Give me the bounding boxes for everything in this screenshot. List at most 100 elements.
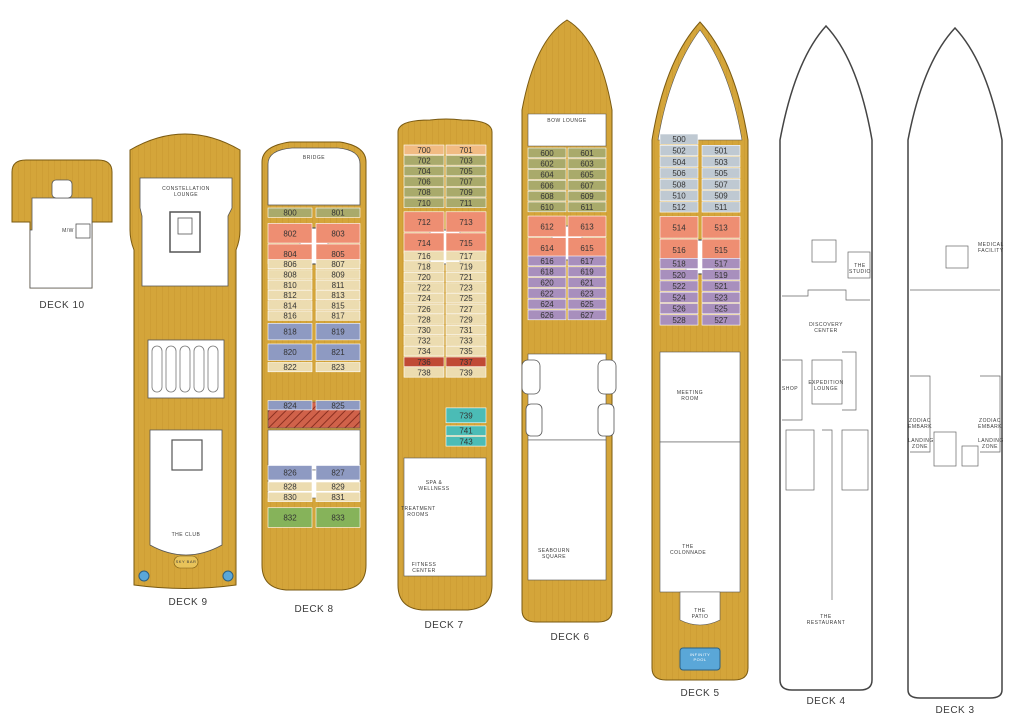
suite-613[interactable]: 613 bbox=[567, 215, 607, 237]
suite-518[interactable]: 518 bbox=[659, 257, 699, 269]
suite-743[interactable]: 743 bbox=[445, 436, 487, 447]
suite-510[interactable]: 510 bbox=[659, 190, 699, 202]
suite-725[interactable]: 725 bbox=[445, 293, 487, 304]
suite-607[interactable]: 607 bbox=[567, 180, 607, 191]
suite-523[interactable]: 523 bbox=[701, 291, 741, 303]
suite-502[interactable]: 502 bbox=[659, 145, 699, 156]
suite-626[interactable]: 626 bbox=[527, 309, 567, 321]
suite-616[interactable]: 616 bbox=[527, 255, 567, 267]
suite-516[interactable]: 516 bbox=[659, 238, 699, 261]
suite-731[interactable]: 731 bbox=[445, 324, 487, 336]
suite-622[interactable]: 622 bbox=[527, 288, 567, 299]
suite-734[interactable]: 734 bbox=[403, 346, 445, 357]
suite-525[interactable]: 525 bbox=[701, 303, 741, 315]
suite-522[interactable]: 522 bbox=[659, 280, 699, 292]
suite-521[interactable]: 521 bbox=[701, 280, 741, 292]
suite-720[interactable]: 720 bbox=[403, 271, 445, 283]
suite-615[interactable]: 615 bbox=[567, 237, 607, 259]
suite-714[interactable]: 714 bbox=[403, 232, 445, 254]
suite-713[interactable]: 713 bbox=[445, 211, 487, 233]
suite-832[interactable]: 832 bbox=[267, 507, 313, 528]
suite-827[interactable]: 827 bbox=[315, 465, 361, 481]
suite-821[interactable]: 821 bbox=[315, 343, 361, 361]
suite-811[interactable]: 811 bbox=[315, 279, 361, 290]
suite-711[interactable]: 711 bbox=[445, 197, 487, 208]
suite-719[interactable]: 719 bbox=[445, 261, 487, 272]
suite-706[interactable]: 706 bbox=[403, 176, 445, 187]
deck-4[interactable] bbox=[779, 24, 873, 691]
suite-512[interactable]: 512 bbox=[659, 201, 699, 213]
suite-717[interactable]: 717 bbox=[445, 250, 487, 261]
suite-726[interactable]: 726 bbox=[403, 303, 445, 314]
suite-606[interactable]: 606 bbox=[527, 180, 567, 191]
suite-507[interactable]: 507 bbox=[701, 178, 741, 190]
suite-619[interactable]: 619 bbox=[567, 266, 607, 277]
suite-515[interactable]: 515 bbox=[701, 238, 741, 261]
suite-709[interactable]: 709 bbox=[445, 187, 487, 198]
suite-618[interactable]: 618 bbox=[527, 266, 567, 277]
suite-722[interactable]: 722 bbox=[403, 282, 445, 293]
suite-803[interactable]: 803 bbox=[315, 223, 361, 244]
suite-735[interactable]: 735 bbox=[445, 346, 487, 357]
suite-806[interactable]: 806 bbox=[267, 259, 313, 270]
suite-818[interactable]: 818 bbox=[267, 323, 313, 341]
suite-831[interactable]: 831 bbox=[315, 491, 361, 502]
suite-519[interactable]: 519 bbox=[701, 269, 741, 281]
suite-807[interactable]: 807 bbox=[315, 259, 361, 270]
suite-724[interactable]: 724 bbox=[403, 293, 445, 304]
suite-527[interactable]: 527 bbox=[701, 314, 741, 326]
suite-825[interactable]: 825 bbox=[315, 400, 361, 411]
suite-517[interactable]: 517 bbox=[701, 257, 741, 269]
suite-820[interactable]: 820 bbox=[267, 343, 313, 361]
suite-723[interactable]: 723 bbox=[445, 282, 487, 293]
suite-707[interactable]: 707 bbox=[445, 176, 487, 187]
suite-611[interactable]: 611 bbox=[567, 201, 607, 213]
suite-501[interactable]: 501 bbox=[701, 145, 741, 156]
suite-739[interactable]: 739 bbox=[445, 407, 487, 424]
suite-721[interactable]: 721 bbox=[445, 271, 487, 283]
suite-741[interactable]: 741 bbox=[445, 425, 487, 436]
suite-504[interactable]: 504 bbox=[659, 156, 699, 168]
suite-623[interactable]: 623 bbox=[567, 288, 607, 299]
suite-808[interactable]: 808 bbox=[267, 269, 313, 280]
suite-614[interactable]: 614 bbox=[527, 237, 567, 259]
suite-800[interactable]: 800 bbox=[267, 207, 313, 218]
suite-617[interactable]: 617 bbox=[567, 255, 607, 267]
suite-833[interactable]: 833 bbox=[315, 507, 361, 528]
suite-627[interactable]: 627 bbox=[567, 309, 607, 321]
suite-701[interactable]: 701 bbox=[445, 144, 487, 155]
suite-815[interactable]: 815 bbox=[315, 300, 361, 311]
suite-737[interactable]: 737 bbox=[445, 356, 487, 367]
suite-600[interactable]: 600 bbox=[527, 147, 567, 159]
suite-817[interactable]: 817 bbox=[315, 310, 361, 321]
suite-620[interactable]: 620 bbox=[527, 277, 567, 288]
deck-5[interactable] bbox=[651, 21, 749, 681]
suite-605[interactable]: 605 bbox=[567, 169, 607, 180]
suite-814[interactable]: 814 bbox=[267, 300, 313, 311]
suite-702[interactable]: 702 bbox=[403, 155, 445, 166]
suite-728[interactable]: 728 bbox=[403, 314, 445, 325]
suite-710[interactable]: 710 bbox=[403, 197, 445, 208]
suite-822[interactable]: 822 bbox=[267, 362, 313, 373]
suite-828[interactable]: 828 bbox=[267, 481, 313, 492]
suite-715[interactable]: 715 bbox=[445, 232, 487, 254]
suite-513[interactable]: 513 bbox=[701, 216, 741, 239]
suite-528[interactable]: 528 bbox=[659, 314, 699, 326]
suite-621[interactable]: 621 bbox=[567, 277, 607, 288]
suite-729[interactable]: 729 bbox=[445, 314, 487, 325]
suite-812[interactable]: 812 bbox=[267, 290, 313, 300]
suite-733[interactable]: 733 bbox=[445, 335, 487, 346]
suite-819[interactable]: 819 bbox=[315, 323, 361, 341]
suite-813[interactable]: 813 bbox=[315, 290, 361, 300]
suite-705[interactable]: 705 bbox=[445, 165, 487, 177]
suite-824[interactable]: 824 bbox=[267, 400, 313, 411]
suite-730[interactable]: 730 bbox=[403, 324, 445, 336]
suite-826[interactable]: 826 bbox=[267, 465, 313, 481]
suite-602[interactable]: 602 bbox=[527, 158, 567, 169]
deck-9[interactable] bbox=[129, 133, 241, 589]
suite-604[interactable]: 604 bbox=[527, 169, 567, 180]
suite-816[interactable]: 816 bbox=[267, 310, 313, 321]
suite-610[interactable]: 610 bbox=[527, 201, 567, 213]
suite-801[interactable]: 801 bbox=[315, 207, 361, 218]
suite-624[interactable]: 624 bbox=[527, 298, 567, 310]
